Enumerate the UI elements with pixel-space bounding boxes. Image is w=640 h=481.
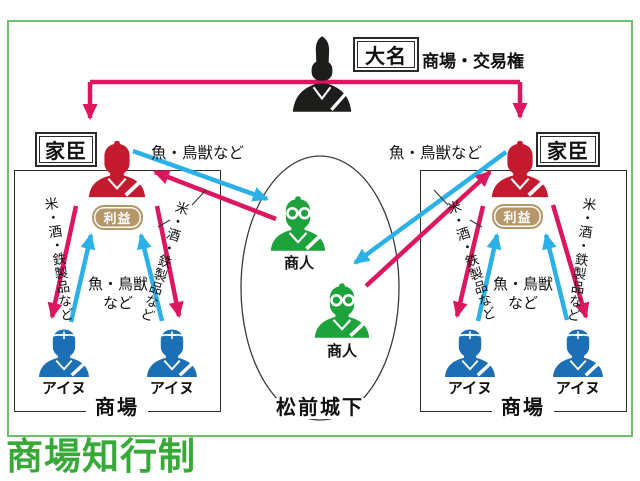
fish-label-left-market: 魚・鳥獣 など [88, 276, 148, 314]
ainu-figure-icon [553, 329, 603, 377]
ainu-label: アイヌ [149, 380, 195, 397]
fish-label-top-right: 魚・鳥獣など [389, 145, 483, 162]
profit-badge-left: 利益 [92, 205, 143, 230]
merchant-label-2: 商人 [326, 343, 358, 360]
daimyo-figure-icon [292, 36, 352, 112]
ainu-figure-icon [147, 329, 197, 377]
ainu-figure-icon [39, 329, 89, 377]
right-market-name: 商場 [492, 398, 554, 419]
fish-left-line2: など [102, 294, 134, 312]
page-title: 商場知行制 [6, 436, 196, 477]
daimyo-label: 大名 [365, 46, 407, 68]
kashin-left-label: 家臣 [45, 141, 87, 163]
fish-label-right-market: 魚・鳥獣 など [493, 276, 553, 314]
kashin-right-label: 家臣 [547, 141, 589, 163]
kashin-left-figure-icon [88, 140, 146, 198]
merchant-label-1: 商人 [283, 255, 315, 272]
fish-label-top-left: 魚・鳥獣など [151, 145, 245, 162]
trade-rights-label: 商場・交易権 [422, 52, 524, 71]
daimyo-label-box: 大名 [353, 37, 419, 72]
left-market-name: 商場 [86, 398, 148, 419]
merchant-figure-icon [314, 283, 370, 338]
ainu-figure-icon [445, 329, 495, 377]
profit-badge-right: 利益 [492, 204, 543, 229]
profit-right-text: 利益 [503, 210, 532, 225]
fish-right-line2: など [507, 294, 539, 312]
green-frame [7, 20, 633, 437]
ainu-label: アイヌ [41, 380, 87, 397]
profit-left-text: 利益 [103, 211, 132, 226]
fish-left-line1: 魚・鳥獣 [87, 276, 149, 293]
merchant-figure-icon [270, 196, 326, 251]
kashin-left-label-box: 家臣 [35, 132, 97, 167]
ainu-label: アイヌ [447, 380, 493, 397]
ainu-label: アイヌ [555, 380, 601, 397]
kashin-right-label-box: 家臣 [536, 132, 600, 167]
castle-town-name: 松前城下 [267, 398, 373, 419]
fish-right-line1: 魚・鳥獣 [492, 276, 554, 293]
